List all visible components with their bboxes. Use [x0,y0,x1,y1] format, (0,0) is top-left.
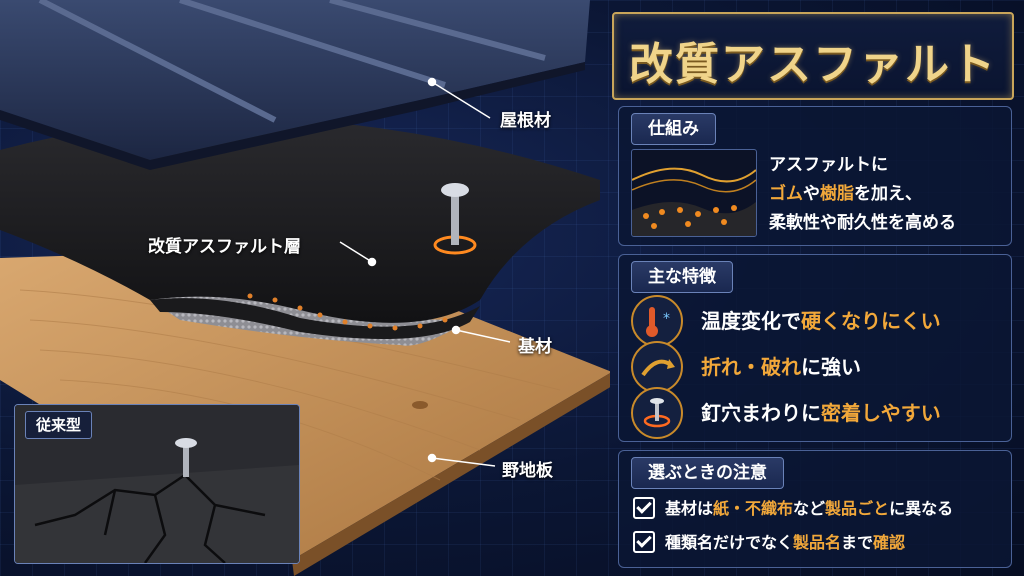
roofing-metal [0,0,590,170]
nail-icon [433,183,477,255]
checkbox-icon [633,530,655,553]
thermometer-snow-icon: * [631,295,683,347]
feature-item: 釘穴まわりに密着しやすい [631,387,1003,439]
cautions-heading: 選ぶときの注意 [631,457,784,489]
mechanism-heading: 仕組み [631,113,716,145]
cautions-card: 選ぶときの注意 基材は紙・不織布など製品ごとに異なる 種類名だけでなく製品名まで… [618,450,1012,568]
bend-arrow-icon [631,341,683,393]
title-box: 改質アスファルト [612,12,1014,100]
label-roofing: 屋根材 [500,111,551,131]
checkbox-icon [633,496,655,519]
caution-item: 基材は紙・不織布など製品ごとに異なる [633,495,953,523]
features-card: 主な特徴 * 温度変化で硬くなりにくい 折れ・破れに強い [618,254,1012,442]
feature-item: 折れ・破れに強い [631,341,1003,393]
leader-lines [339,77,511,467]
caution-item: 種類名だけでなく製品名まで確認 [633,529,905,557]
mechanism-image [631,149,757,237]
svg-text:*: * [663,311,670,327]
rubber-resin-wave-icon [632,167,756,236]
page-title: 改質アスファルト [629,39,997,90]
mechanism-description: アスファルトに ゴムや樹脂を加え、 柔軟性や耐久性を高める [769,155,956,233]
label-sheathing-board: 野地板 [502,461,553,481]
label-base-material: 基材 [518,337,552,357]
label-modified-asphalt-layer: 改質アスファルト層 [148,237,301,257]
feature-item: * 温度変化で硬くなりにくい [631,295,1003,347]
mechanism-card: 仕組み アスファルトに ゴムや樹脂を加え、 柔軟性や耐久性を高める [618,106,1012,246]
layer-illustration [0,0,610,576]
features-heading: 主な特徴 [631,261,733,293]
nail-seal-icon [631,387,683,439]
inset-label: 従来型 [25,411,93,439]
conventional-inset: 従来型 [14,404,300,564]
